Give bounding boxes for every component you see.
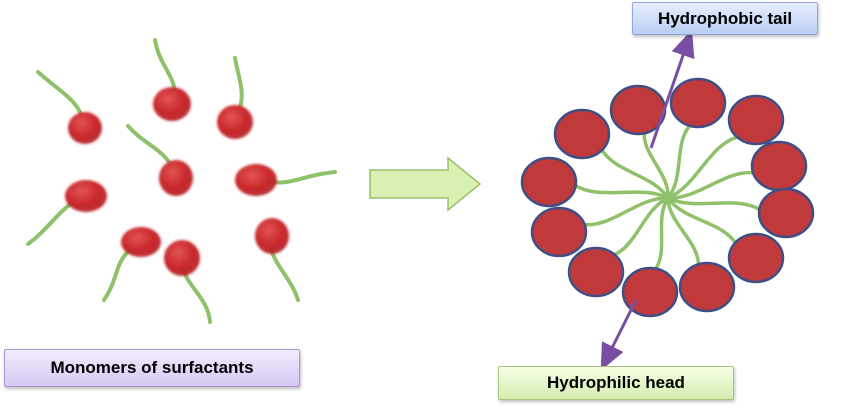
surfactant-monomer [153, 38, 191, 121]
micelle-head [621, 266, 679, 318]
surfactant-monomers [26, 38, 337, 324]
tail-pointer-arrow [649, 29, 695, 149]
micelle-tail [666, 135, 739, 200]
micelle-head [553, 108, 611, 160]
surfactant-monomer [164, 240, 212, 324]
micelle-tail [666, 196, 739, 247]
micelle-tail [599, 146, 670, 200]
micelle-tail [666, 122, 694, 200]
surfactant-monomer [102, 227, 161, 302]
micelle-tail [573, 183, 670, 200]
hydrophilic-head [121, 227, 161, 257]
hydrophilic-head [164, 240, 200, 276]
hydrophilic-head [235, 164, 277, 196]
hydrophilic-head [159, 160, 193, 196]
hydrophilic-head-label: Hydrophilic head [498, 366, 734, 400]
hydrophilic-head [255, 218, 289, 254]
monomers-label: Monomers of surfactants [4, 349, 300, 387]
surfactant-monomer [255, 218, 300, 302]
micelle-head [727, 232, 785, 284]
surfactant-monomer [235, 164, 337, 196]
micelle-head [669, 77, 727, 129]
micelle-tail [666, 170, 757, 200]
micelle-head [757, 187, 815, 239]
hydrophilic-head [65, 180, 107, 212]
micelle-head [520, 156, 578, 208]
hydrophilic-head [68, 112, 102, 144]
micelle-tail [581, 196, 670, 227]
micelle-head [567, 246, 625, 298]
surfactant-monomer [126, 124, 193, 196]
micelle-head [530, 206, 588, 258]
micelle-tail [652, 196, 670, 274]
surfactant-monomer [217, 56, 253, 139]
micelle-tail [642, 127, 670, 200]
surfactant-monomer [36, 70, 102, 144]
micelle-head [678, 261, 736, 313]
hydrophobic-tail [102, 248, 132, 302]
micelle-tail [666, 196, 701, 270]
surfactant-monomer [26, 180, 107, 246]
hydrophilic-head [217, 105, 253, 139]
micelle-tail [666, 196, 762, 212]
micelle-head [727, 94, 785, 146]
head-pointer-arrow [600, 299, 638, 371]
reaction-arrow [369, 156, 482, 212]
hydrophilic-head [153, 87, 191, 121]
micelle [520, 77, 815, 318]
micelle-tail [610, 196, 670, 258]
hydrophobic-tail-label: Hydrophobic tail [632, 2, 818, 35]
micelle-head [750, 140, 808, 192]
